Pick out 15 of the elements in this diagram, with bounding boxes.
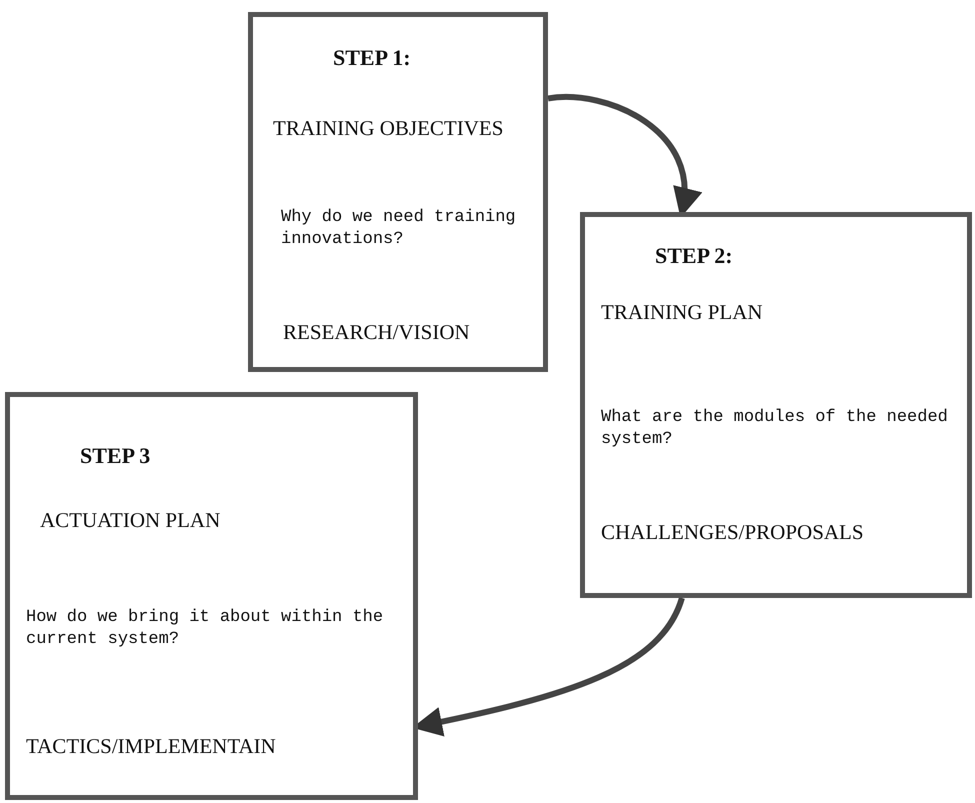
step-box [580,212,972,598]
step-keywords: TACTICS/IMPLEMENTAIN [26,733,277,760]
step-title: ACTUATION PLAN [40,507,222,534]
step-heading: STEP 3 [80,442,152,470]
step-box [248,12,548,372]
step-question: What are the modules of the needed system? [601,407,949,451]
step-heading: STEP 2: [655,242,734,270]
step-keywords: CHALLENGES/PROPOSALS [601,519,865,546]
step-keywords: RESEARCH/VISION [283,319,471,346]
step-question: Why do we need training innovations? [281,207,517,251]
step-box [5,392,418,800]
step-heading: STEP 1: [333,44,412,72]
step-question: How do we bring it about within the current system? [26,607,384,651]
step-title: TRAINING PLAN [601,299,764,326]
step-title: TRAINING OBJECTIVES [273,115,504,142]
